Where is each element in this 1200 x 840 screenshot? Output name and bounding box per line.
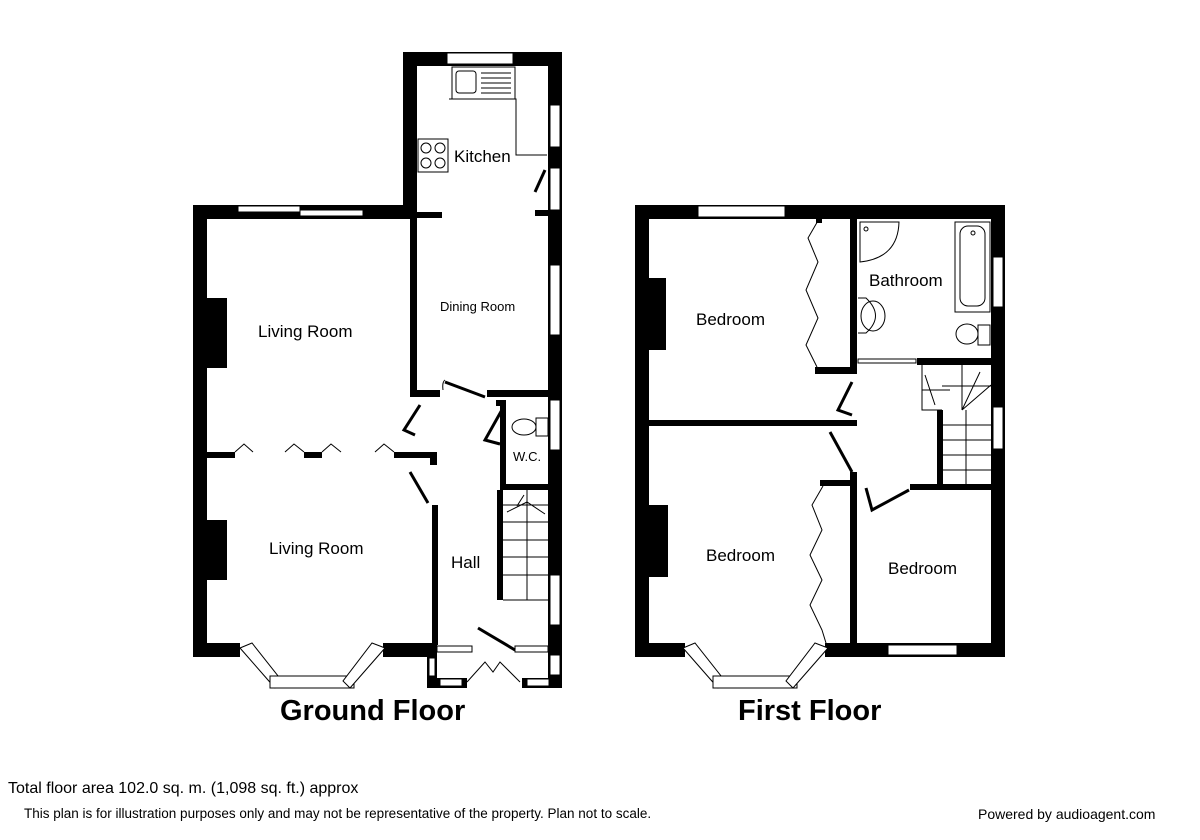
window (549, 399, 561, 451)
room-label-dining-room: Dining Room (440, 299, 515, 314)
ground-floor-plan (193, 52, 562, 689)
room-label-bathroom: Bathroom (869, 271, 943, 290)
ground-floor-title: Ground Floor (280, 695, 465, 727)
window (549, 104, 561, 148)
room-label-bedroom-2: Bedroom (706, 546, 775, 565)
room-label-living-room-2: Living Room (269, 539, 364, 558)
powered-by: Powered by audioagent.com (978, 806, 1156, 822)
total-floor-area: Total floor area 102.0 sq. m. (1,098 sq.… (8, 780, 359, 797)
chimney-breast (207, 520, 227, 580)
room-label-living-room-1: Living Room (258, 322, 353, 341)
disclaimer: This plan is for illustration purposes o… (24, 806, 652, 821)
first-floor-plan (635, 205, 1005, 689)
room-label-wc: W.C. (513, 449, 541, 464)
room-label-hall: Hall (451, 553, 480, 572)
room-label-kitchen: Kitchen (454, 147, 511, 166)
window (697, 205, 786, 218)
side-door (549, 167, 561, 211)
window (549, 574, 561, 626)
room-label-bedroom-1: Bedroom (696, 310, 765, 329)
first-floor-title: First Floor (738, 695, 881, 727)
sliding-door (237, 205, 301, 213)
window (446, 52, 514, 65)
chimney-breast (207, 298, 227, 368)
window (549, 264, 561, 336)
room-label-bedroom-3: Bedroom (888, 559, 957, 578)
